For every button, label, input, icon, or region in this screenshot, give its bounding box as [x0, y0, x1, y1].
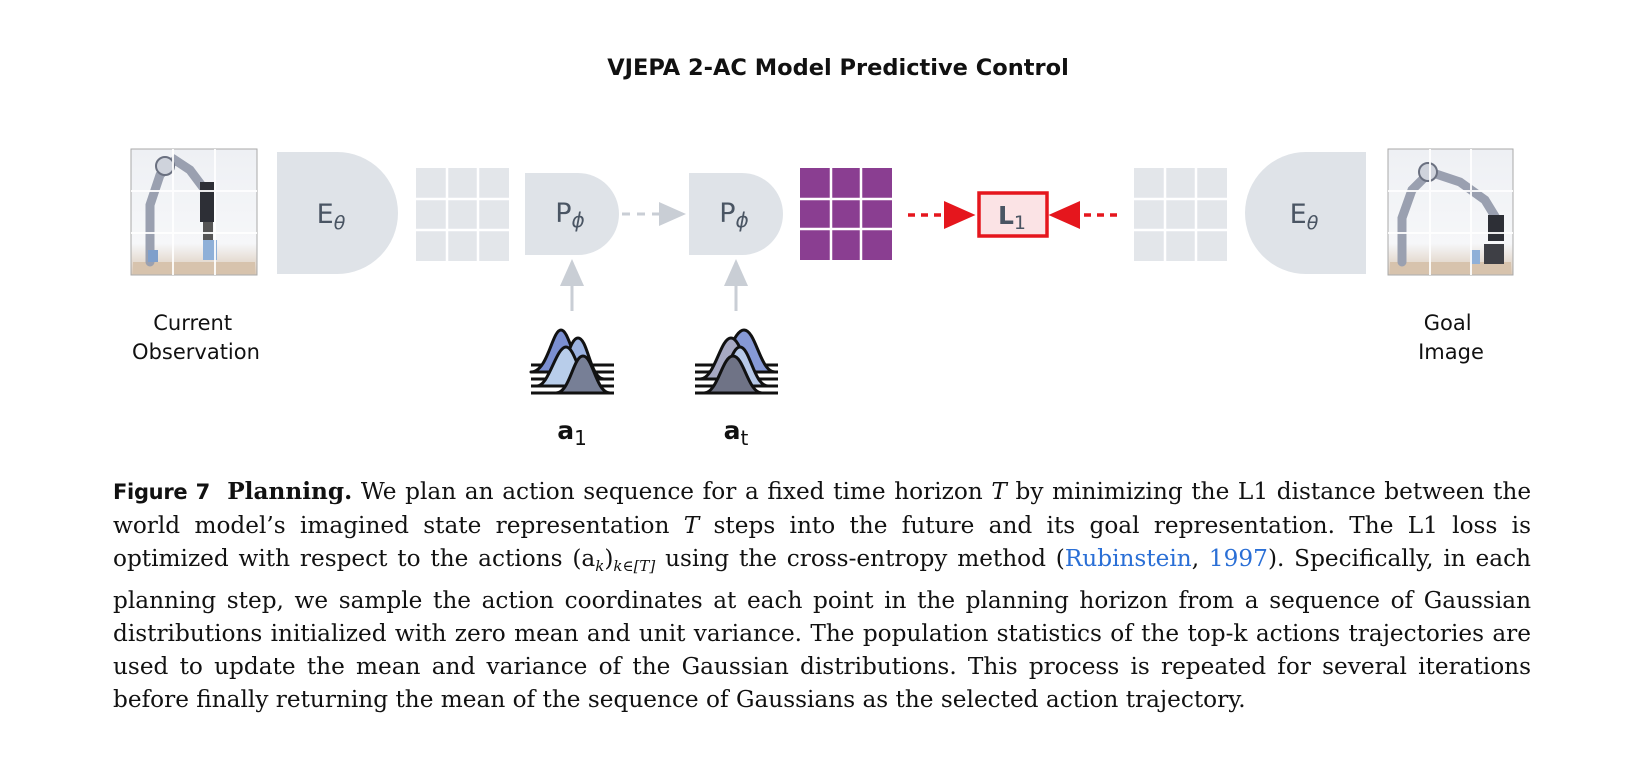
actiont-label: at: [724, 416, 749, 450]
current-observation-label: Current Observation: [132, 311, 260, 364]
figure-title: VJEPA 2-AC Model Predictive Control: [607, 55, 1069, 81]
goal-image-label: Goal Image: [1418, 311, 1484, 364]
loss-label: L: [998, 201, 1014, 230]
predictor-block-1: Pϕ: [525, 173, 619, 255]
encoder-goal-subscript: θ: [1307, 212, 1319, 234]
actiont-gaussians: [695, 328, 778, 395]
svg-text:Pϕ: Pϕ: [719, 198, 749, 232]
current-representation-grid: [416, 168, 509, 261]
svg-text:Eθ: Eθ: [1290, 199, 1319, 234]
current-observation-image: [130, 148, 258, 276]
predictor-block-t: Pϕ: [689, 173, 783, 255]
predictor-label: P: [555, 198, 571, 229]
figure-number: Figure 7: [113, 480, 210, 504]
figure-caption: Figure 7 Planning. We plan an action seq…: [113, 478, 1532, 714]
encoder-label: E: [317, 199, 334, 230]
figure-caption-title: Planning.: [227, 478, 353, 505]
predictor-t-label: P: [719, 198, 735, 229]
predictor-t-subscript: ϕ: [736, 208, 749, 232]
planning-figure: VJEPA 2-AC Model Predictive Control Eθ: [130, 55, 1514, 450]
svg-text:Pϕ: Pϕ: [555, 198, 585, 232]
l1-loss-box: L1: [977, 191, 1049, 238]
citation-author-link[interactable]: Rubinstein: [1064, 545, 1192, 573]
svg-text:Eθ: Eθ: [317, 199, 346, 234]
loss-subscript: 1: [1014, 212, 1026, 234]
actions-expression: (ak)k∈[T]: [572, 545, 656, 576]
encoder-subscript: θ: [334, 212, 346, 234]
action1-gaussians: [529, 328, 614, 395]
encoder-goal-label: E: [1290, 199, 1307, 230]
encoder-block-current: Eθ: [277, 152, 398, 274]
goal-representation-grid: [1134, 168, 1227, 261]
svg-text:L1: L1: [998, 201, 1026, 234]
encoder-block-goal: Eθ: [1245, 152, 1366, 274]
predictor-subscript: ϕ: [572, 208, 585, 232]
predicted-representation-grid: [800, 168, 892, 260]
goal-image: [1387, 148, 1514, 276]
citation-year-link[interactable]: 1997: [1208, 545, 1268, 573]
action1-label: a1: [557, 416, 587, 450]
